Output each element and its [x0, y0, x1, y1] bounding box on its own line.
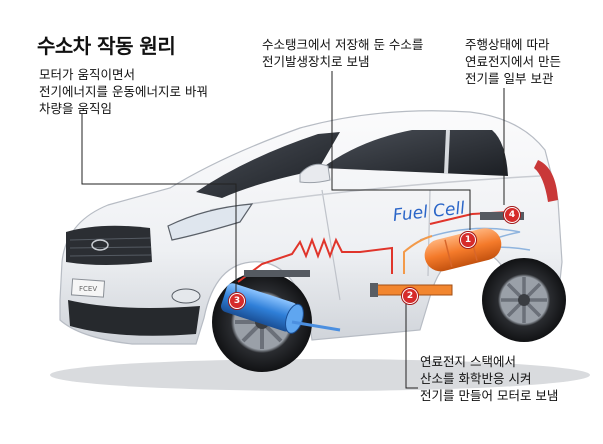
- fuel-cell-stack-description-line: 연료전지 스택에서: [420, 354, 516, 369]
- drive-shaft: [291, 320, 341, 332]
- fuel-cell-stack-description-line: 전기를 만들어 모터로 보냄: [420, 388, 559, 403]
- electric-line-zigzag: [237, 237, 393, 283]
- fog-light: [171, 288, 201, 304]
- fuel-cell-stack-description-line: 산소를 화학반응 시켜: [420, 371, 532, 386]
- tail-light: [534, 160, 558, 202]
- motor-description-line: 전기에너지를 운동에너지로 바꿔: [39, 84, 208, 99]
- diagram-title: 수소차 작동 원리: [37, 34, 176, 58]
- grille-slats: [69, 237, 152, 257]
- license-plate: [70, 278, 106, 298]
- window-pillar: [444, 129, 450, 175]
- hydrogen-pipe: [403, 235, 433, 274]
- battery-module: [480, 212, 524, 220]
- leader-line-motor: [81, 114, 237, 292]
- battery-description-line: 전기를 일부 보관: [465, 71, 554, 86]
- fuel-cell-stack-description: 연료전지 스택에서 산소를 화학반응 시켜 전기를 만들어 모터로 보냄: [420, 353, 558, 404]
- callout-badge-fuel-cell-stack: 2: [402, 288, 418, 304]
- motor-description-line: 차량을 움직임: [39, 101, 112, 116]
- battery-description-line: 연료전지에서 만든: [465, 54, 561, 69]
- brand-emblem: [91, 239, 109, 251]
- hydrogen-tank-description: 수소탱크에서 저장해 둔 수소를 전기발생장치로 보냄: [262, 36, 423, 70]
- motor-mount-bar: [244, 270, 310, 277]
- side-mirror: [299, 163, 331, 184]
- callout-badge-hydrogen-tank: 1: [460, 232, 476, 248]
- lower-intake: [68, 300, 200, 336]
- hydrogen-tank-description-line: 수소탱크에서 저장해 둔 수소를: [262, 37, 424, 52]
- license-plate-text: FCEV: [79, 285, 98, 293]
- rear-wheel-hub: [518, 294, 530, 306]
- motor-description: 모터가 움직이면서 전기에너지를 운동에너지로 바꿔 차량을 움직임: [39, 66, 208, 117]
- leader-lines: [81, 71, 505, 389]
- callout-badge-motor: 3: [229, 293, 245, 309]
- hydrogen-tank-description-line: 전기발생장치로 보냄: [262, 54, 370, 69]
- windshield: [196, 132, 340, 198]
- headlight: [167, 203, 254, 241]
- callout-badge-battery: 4: [504, 207, 520, 223]
- leader-line-hydrogen-tank: [331, 71, 471, 230]
- leader-line-fuel-cell: [405, 301, 418, 389]
- battery-description-line: 주행상태에 따라: [465, 37, 550, 52]
- battery-description: 주행상태에 따라 연료전지에서 만든 전기를 일부 보관: [465, 36, 561, 87]
- front-grille: [66, 225, 152, 265]
- side-windows: [322, 130, 508, 176]
- ground-shadow: [50, 359, 590, 391]
- fuel-cell-stack-cap: [370, 283, 378, 297]
- motor-description-line: 모터가 움직이면서: [39, 67, 135, 82]
